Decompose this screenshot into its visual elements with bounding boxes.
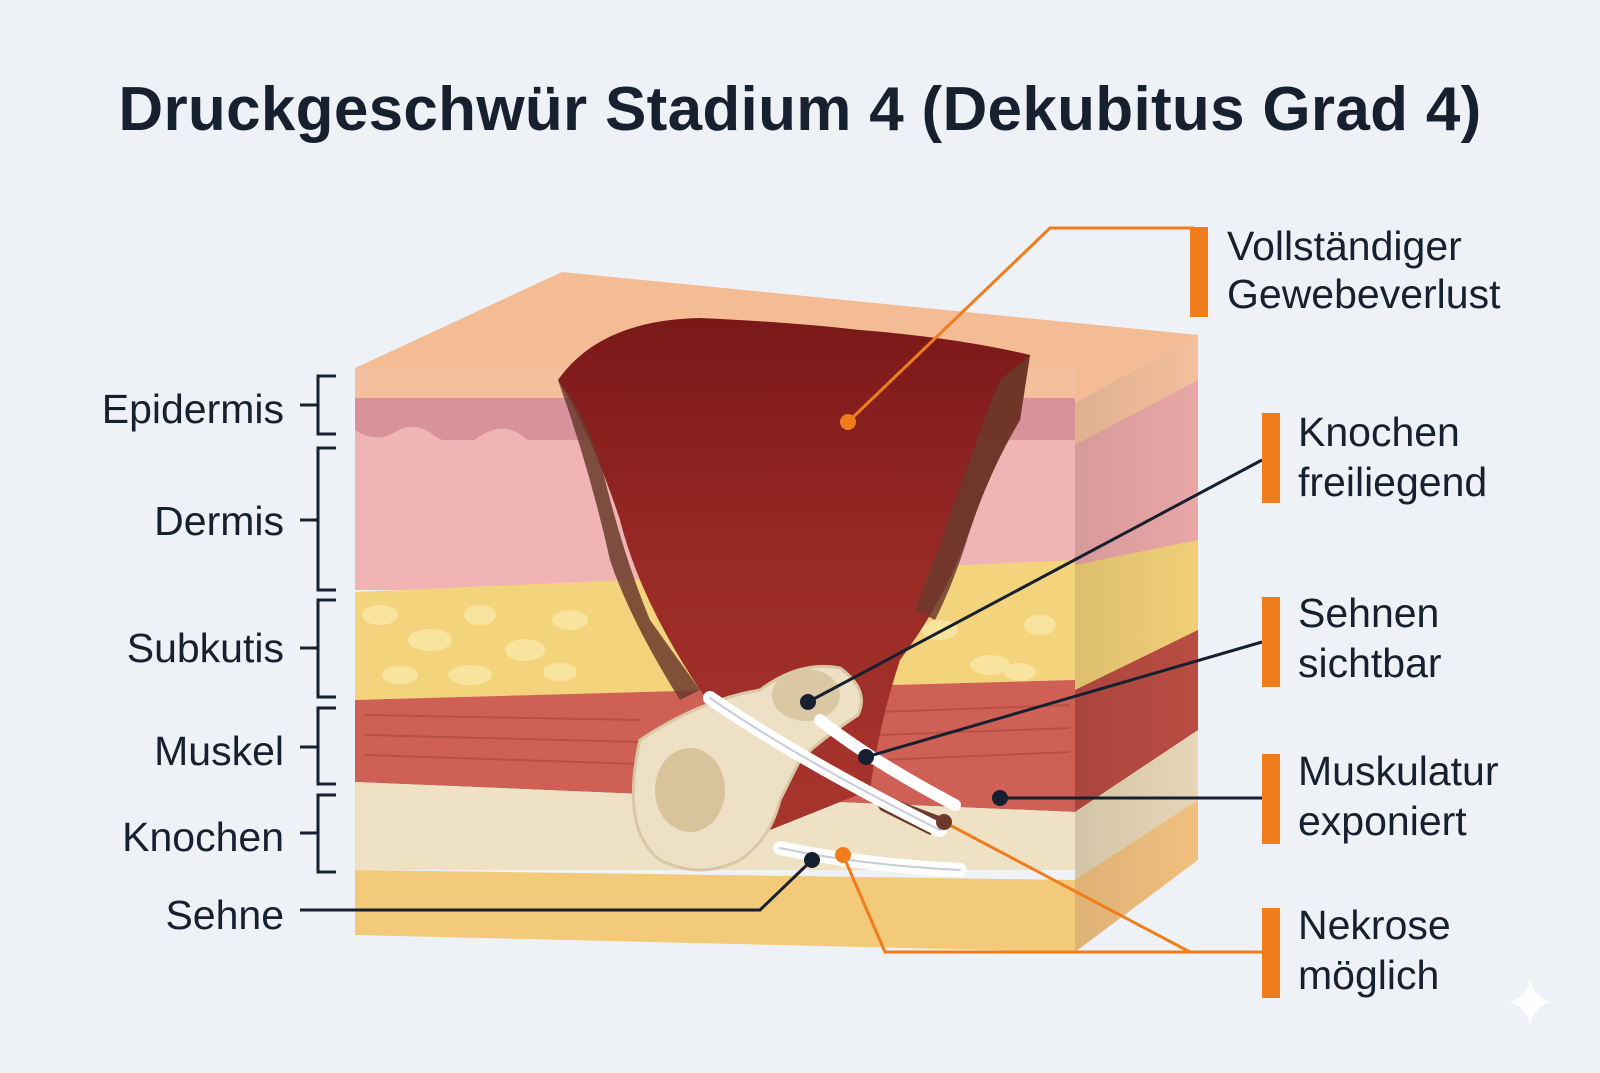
callout-bone-exposed-line2: freiliegend <box>1298 459 1488 505</box>
page-title: Druckgeschwür Stadium 4 (Dekubitus Grad … <box>118 75 1482 144</box>
label-subkutis: Subkutis <box>126 625 284 671</box>
label-sehne: Sehne <box>165 892 284 938</box>
sparkle-icon <box>1508 978 1552 1026</box>
callout-muscle-exposed-line1: Muskulatur <box>1298 748 1499 794</box>
wound-crater <box>558 318 1030 830</box>
tendon-bundle <box>703 691 967 877</box>
label-knochen: Knochen <box>122 814 284 860</box>
layer-brackets <box>300 374 336 874</box>
callout-tissue-loss: Vollständiger Gewebeverlust <box>1227 222 1500 318</box>
callout-muscle-exposed: Muskulatur exponiert <box>1298 746 1499 846</box>
callout-tendons-visible-line1: Sehnen <box>1298 590 1440 636</box>
label-epidermis: Epidermis <box>101 386 284 432</box>
callout-bone-exposed-line1: Knochen <box>1298 409 1460 455</box>
callout-dots <box>800 414 1008 863</box>
callout-necrosis-line2: möglich <box>1298 952 1440 998</box>
callout-bone-exposed: Knochen freiliegend <box>1298 407 1487 507</box>
callout-necrosis-line1: Nekrose <box>1298 902 1451 948</box>
callout-necrosis: Nekrose möglich <box>1298 900 1451 1000</box>
callout-tissue-loss-line2: Gewebeverlust <box>1227 271 1501 317</box>
callout-markers <box>1190 227 1280 998</box>
label-muskel: Muskel <box>154 728 284 774</box>
sehne-leader-line <box>300 858 814 912</box>
callout-muscle-exposed-line2: exponiert <box>1298 798 1467 844</box>
callout-tendons-visible: Sehnen sichtbar <box>1298 588 1442 688</box>
callout-leaders <box>807 226 1263 954</box>
callout-tissue-loss-line1: Vollständiger <box>1227 223 1462 269</box>
callout-tendons-visible-line2: sichtbar <box>1298 640 1442 686</box>
label-dermis: Dermis <box>154 498 284 544</box>
